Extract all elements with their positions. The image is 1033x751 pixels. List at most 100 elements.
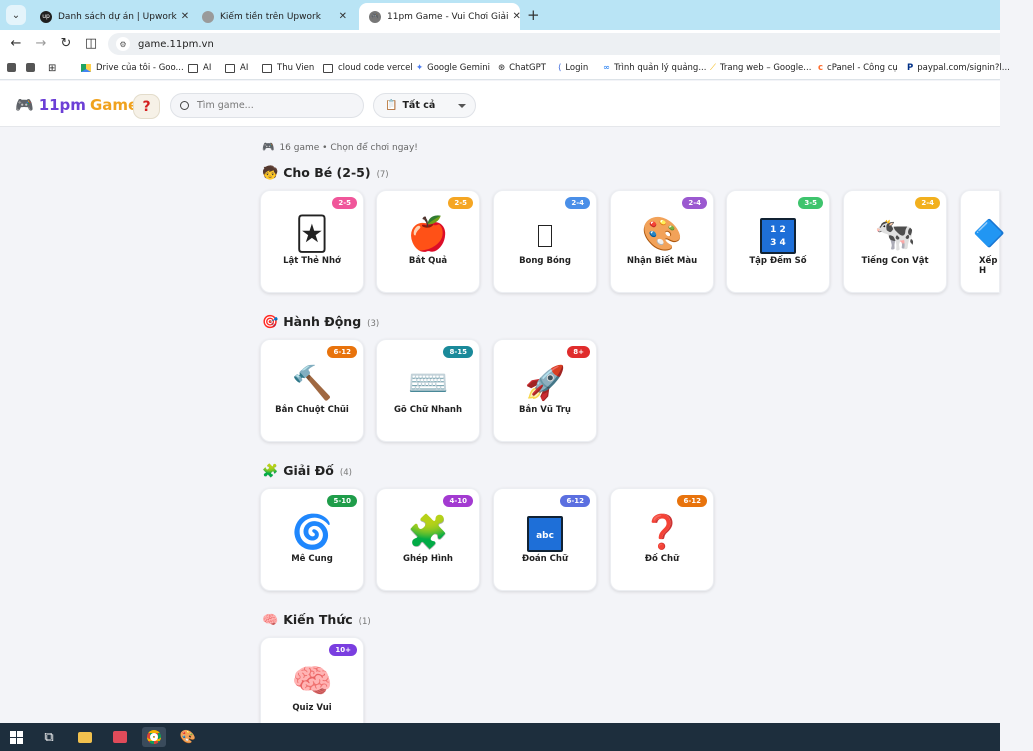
game-card-bong-bong[interactable]: 2-4 Bong Bóng (493, 190, 597, 293)
forward-arrow-icon[interactable]: → (35, 36, 47, 51)
task-view-icon[interactable]: ⧉ (44, 729, 54, 745)
category-filter-select[interactable]: 📋 Tất cả (373, 93, 476, 118)
windows-start-icon[interactable] (4, 727, 28, 747)
game-name: Lật Thẻ Nhớ (283, 256, 341, 266)
age-badge: 6-12 (327, 346, 357, 358)
search-placeholder: Tìm game... (197, 100, 254, 111)
bookmark-app-2[interactable] (26, 63, 40, 72)
cow-icon: 🐄 (874, 214, 916, 253)
bookmark-drive[interactable]: Drive của tôi - Goo... (81, 63, 184, 73)
bookmark-label: AI (203, 63, 212, 73)
site-info-icon[interactable]: ⚙ (116, 37, 130, 51)
reload-icon[interactable]: ↻ (60, 36, 72, 51)
bookmark-label: paypal.com/signin?l... (917, 63, 1010, 73)
game-card-quiz-vui[interactable]: 10+ 🧠 Quiz Vui (260, 637, 364, 740)
chatgpt-icon: ⊛ (498, 63, 506, 73)
game-card-do-chu[interactable]: 6-12 ❓ Đố Chữ (610, 488, 714, 591)
bookmark-meta-ads[interactable]: ∞Trình quản lý quảng... (603, 63, 706, 73)
address-bar[interactable]: ⚙ game.11pm.vn (108, 33, 1000, 55)
close-tab-icon[interactable]: ✕ (180, 11, 190, 22)
game-name: Bong Bóng (519, 256, 571, 266)
game-card-go-chu-nhanh[interactable]: 8-15 ⌨️ Gõ Chữ Nhanh (376, 339, 480, 442)
section-title: Kiến Thức (283, 612, 353, 627)
abc-icon: abc (494, 511, 596, 553)
chrome-icon[interactable] (142, 727, 166, 747)
folder-icon (188, 63, 198, 73)
question-mark-icon: ❓ (641, 512, 683, 551)
game-card-lat-the-nho[interactable]: 2-5 🃏 Lật Thẻ Nhớ (260, 190, 364, 293)
game-card-xep-hinh-partial[interactable]: 🔷 Xếp H (960, 190, 1005, 293)
bookmark-apps-grid[interactable]: ⊞ (48, 63, 56, 74)
apple-icon: 🍎 (407, 214, 449, 253)
game-card-ban-chuot-chui[interactable]: 6-12 🔨 Bắn Chuột Chũi (260, 339, 364, 442)
meta-icon: ∞ (603, 63, 611, 73)
paint-icon[interactable]: 🎨 (179, 729, 197, 745)
age-badge: 6-12 (560, 495, 590, 507)
game-name: Nhận Biết Màu (626, 256, 698, 266)
bookmark-label: cPanel - Công cụ (827, 63, 898, 73)
bookmark-google-sites[interactable]: ⟋Trang web – Google... (710, 63, 811, 73)
app-icon[interactable] (108, 727, 132, 747)
split-view-icon[interactable]: ◫ (84, 36, 98, 51)
bookmark-chatgpt[interactable]: ⊛ChatGPT (498, 63, 546, 73)
bookmark-label: cloud code vercel (338, 63, 413, 73)
browser-tab-upwork-projects[interactable]: up Danh sách dự án | Upwork ✕ (30, 3, 190, 30)
search-input[interactable]: Tìm game... (170, 93, 364, 118)
logo-word: Game (89, 96, 139, 114)
browser-tab-11pm-game[interactable]: 🎮 11pm Game - Vui Chơi Giải ✕ (359, 3, 521, 30)
app-icon (26, 63, 35, 72)
target-icon: 🎯 (262, 315, 279, 330)
age-badge: 8-15 (443, 346, 473, 358)
game-card-me-cung[interactable]: 5-10 🌀 Mê Cung (260, 488, 364, 591)
new-tab-plus-icon[interactable]: + (527, 6, 540, 24)
tab-search-chevron-icon[interactable]: ⌄ (6, 5, 26, 25)
game-card-tieng-con-vat[interactable]: 2-4 🐄 Tiếng Con Vật (843, 190, 947, 293)
age-badge: 2-5 (448, 197, 473, 209)
game-card-bat-qua[interactable]: 2-5 🍎 Bắt Quả (376, 190, 480, 293)
filter-selected-value: Tất cả (402, 100, 436, 111)
back-arrow-icon[interactable]: ← (10, 36, 22, 51)
app-icon (7, 63, 16, 72)
age-badge: 2-4 (915, 197, 940, 209)
bookmark-gemini[interactable]: ✦Google Gemini (416, 63, 490, 73)
age-badge: 2-4 (682, 197, 707, 209)
game-card-ban-vu-tru[interactable]: 8+ 🚀 Bắn Vũ Trụ (493, 339, 597, 442)
browser-tab-upwork-earn[interactable]: Kiếm tiền trên Upwork ✕ (192, 3, 357, 30)
bookmark-folder-ai-2[interactable]: AI (225, 63, 248, 73)
bookmark-folder-cloud-code[interactable]: cloud code vercel (323, 63, 413, 73)
game-name: Đố Chữ (644, 554, 680, 564)
age-badge: 2-4 (565, 197, 590, 209)
abc-label: abc (527, 515, 563, 552)
age-badge: 4-10 (443, 495, 473, 507)
apps-grid-icon: ⊞ (48, 63, 57, 74)
login-icon: ⟨ (558, 63, 562, 73)
game-card-nhan-biet-mau[interactable]: 2-4 🎨 Nhận Biết Màu (610, 190, 714, 293)
section-count: (1) (358, 617, 371, 627)
puzzle-piece-icon: 🧩 (262, 464, 279, 479)
folder-icon (225, 63, 235, 73)
bookmark-login[interactable]: ⟨Login (558, 63, 588, 73)
close-tab-icon[interactable]: ✕ (512, 11, 521, 22)
game-name: Gõ Chữ Nhanh (393, 405, 463, 415)
file-explorer-icon[interactable] (73, 727, 97, 747)
help-button[interactable]: ? (133, 94, 160, 119)
close-tab-icon[interactable]: ✕ (338, 11, 347, 22)
bookmark-app-1[interactable] (7, 63, 21, 72)
game-card-ghep-hinh[interactable]: 4-10 🧩 Ghép Hình (376, 488, 480, 591)
bookmark-label: ChatGPT (509, 63, 546, 73)
bookmark-folder-ai-1[interactable]: AI (188, 63, 211, 73)
game-card-doan-chu[interactable]: 6-12 abc Đoán Chữ (493, 488, 597, 591)
tab-title: 11pm Game - Vui Chơi Giải (387, 11, 509, 22)
bookmarks-bar: ⊞ Drive của tôi - Goo... AI AI Thu Vien … (0, 58, 1010, 80)
game-name: Bắt Quả (408, 256, 448, 266)
site-logo[interactable]: 🎮 11pm Game (15, 96, 138, 114)
section-count: (4) (339, 468, 352, 478)
tab-title: Kiếm tiền trên Upwork (220, 11, 321, 22)
bookmark-folder-thu-vien[interactable]: Thu Vien (262, 63, 314, 73)
age-badge: 5-10 (327, 495, 357, 507)
google-sites-icon: ⟋ (710, 63, 716, 73)
